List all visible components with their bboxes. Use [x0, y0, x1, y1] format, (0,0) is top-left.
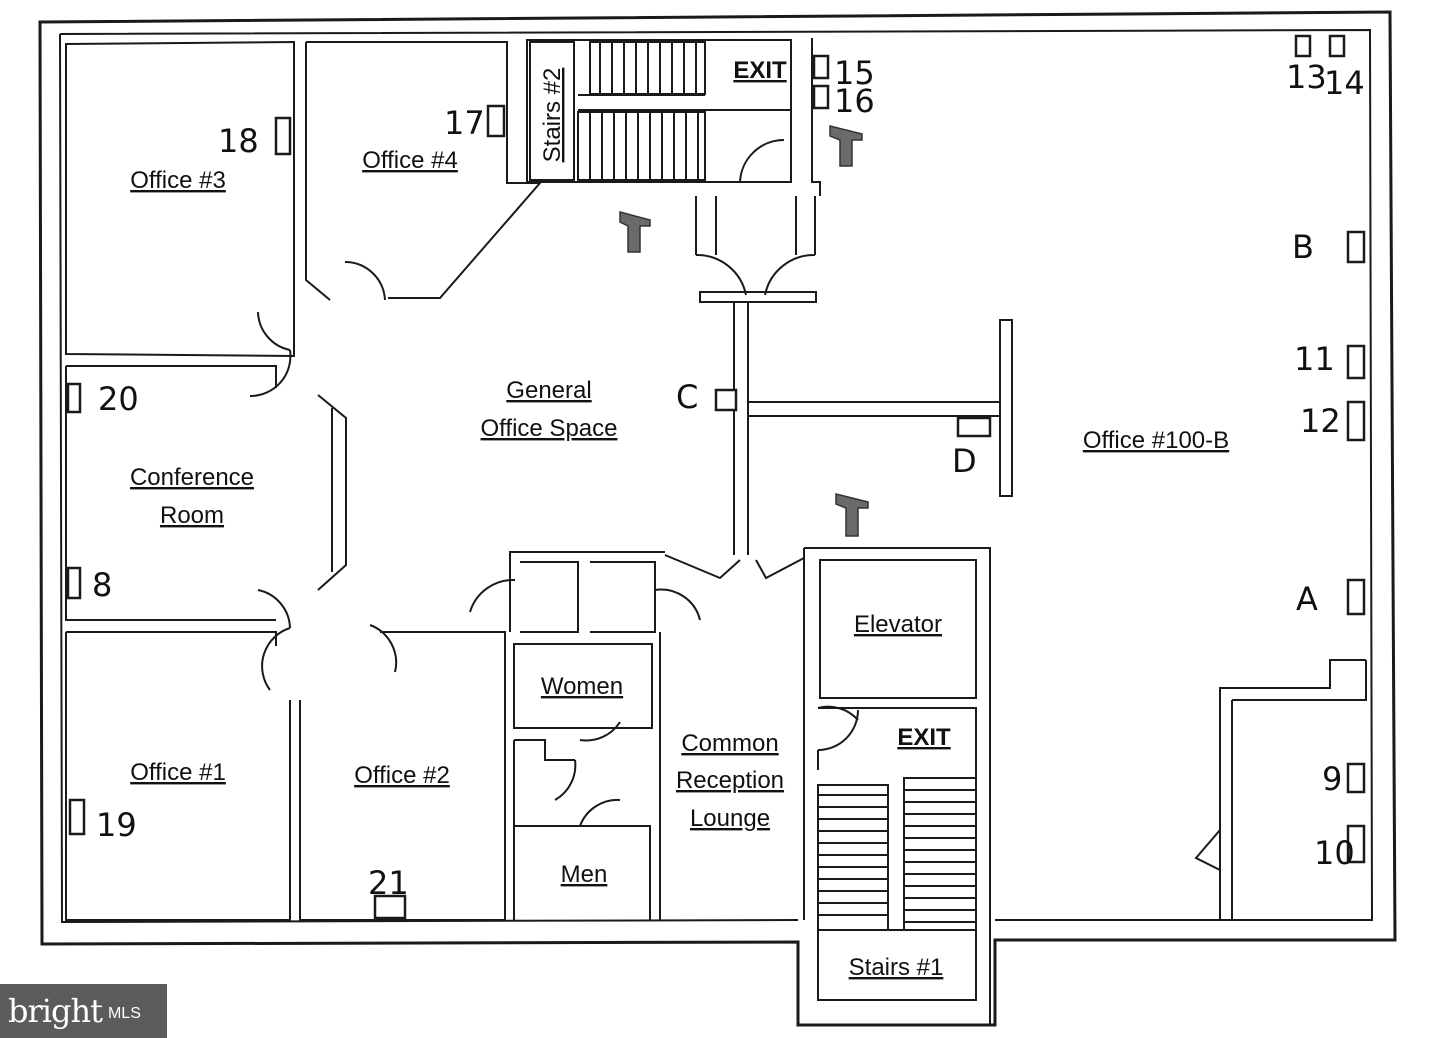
- outer-walls: [38, 10, 1397, 1027]
- outlet-10: [1346, 824, 1366, 864]
- outlet-B: [1346, 230, 1366, 264]
- office-100b-label: Office #100-B: [1083, 427, 1229, 454]
- lounge-label-1: Common: [681, 730, 778, 757]
- outlet-13: [1294, 34, 1312, 58]
- closets: [469, 551, 701, 633]
- office-3-label: Office #3: [130, 167, 226, 194]
- marker-15: 15: [834, 54, 875, 92]
- outlet-8: [66, 566, 82, 600]
- marker-13: 13: [1286, 58, 1327, 96]
- outlet-C: [714, 388, 738, 412]
- office-1-room: [65, 631, 291, 921]
- conference-room: [65, 365, 347, 621]
- stairs-2-label: Stairs #2: [539, 68, 566, 163]
- office-4-room: [305, 41, 543, 301]
- conference-doors: [249, 260, 398, 691]
- stairs-2: [526, 39, 792, 183]
- outlets-right: [66, 34, 1366, 864]
- thermostat-icon: [835, 493, 869, 537]
- thermostat-icon: [619, 211, 651, 253]
- marker-16: 16: [834, 82, 875, 120]
- outlet-18: [274, 116, 292, 156]
- outlet-11: [1346, 344, 1366, 380]
- marker-9: 9: [1322, 760, 1342, 798]
- general-office-label-1: General: [506, 377, 591, 404]
- outlet-D: [956, 416, 992, 438]
- stairs-1-label: Stairs #1: [849, 954, 944, 981]
- marker-C: C: [676, 378, 698, 416]
- marker-B: B: [1292, 228, 1314, 266]
- outlet-16: [812, 84, 830, 110]
- marker-A: A: [1296, 580, 1318, 618]
- general-office-label-2: Office Space: [481, 415, 618, 442]
- marker-8: 8: [92, 566, 112, 604]
- office-3-room: [65, 40, 295, 358]
- elevator-label: Elevator: [854, 611, 942, 638]
- thermostat-icons: [619, 125, 869, 537]
- conference-label-1: Conference: [130, 464, 254, 491]
- lounge-entry: [664, 554, 805, 580]
- outlet-9: [1346, 762, 1366, 794]
- marker-18: 18: [218, 122, 259, 160]
- office-1-label: Office #1: [130, 759, 226, 786]
- marker-10: 10: [1314, 834, 1355, 872]
- watermark-suffix: MLS: [107, 1005, 141, 1022]
- office-100b-partition: [1194, 659, 1367, 920]
- marker-20: 20: [98, 380, 139, 418]
- marker-17: 17: [444, 104, 485, 142]
- office-2-label: Office #2: [354, 762, 450, 789]
- outlet-20: [66, 382, 82, 414]
- marker-12: 12: [1300, 402, 1341, 440]
- corridor-wall: [733, 302, 1013, 555]
- outlet-12: [1346, 400, 1366, 442]
- stairs-1-steps: [818, 789, 976, 923]
- outlet-21: [373, 894, 407, 920]
- vestibule: [695, 38, 821, 303]
- outlet-17: [486, 104, 506, 138]
- brightmls-watermark: bright MLS: [0, 984, 167, 1038]
- lounge-label-3: Lounge: [690, 805, 770, 832]
- marker-11: 11: [1294, 340, 1335, 378]
- outlet-A: [1346, 578, 1366, 616]
- watermark-brand: bright: [8, 992, 103, 1030]
- lounge-label-2: Reception: [676, 767, 784, 794]
- exit-top-label: EXIT: [733, 57, 787, 84]
- outlet-15: [812, 54, 830, 80]
- marker-D: D: [952, 442, 977, 480]
- outlet-14: [1328, 34, 1346, 58]
- elevator-stairs-core: [803, 547, 991, 1025]
- office-2-room: [299, 631, 506, 921]
- thermostat-icon: [829, 125, 863, 167]
- office-4-label: Office #4: [362, 147, 458, 174]
- marker-19: 19: [96, 806, 137, 844]
- conference-label-2: Room: [160, 502, 224, 529]
- outlet-19: [68, 798, 86, 836]
- exit-bottom-label: EXIT: [897, 724, 951, 751]
- marker-14: 14: [1324, 64, 1365, 102]
- restrooms: [513, 632, 661, 920]
- men-label: Men: [561, 861, 608, 888]
- women-label: Women: [541, 673, 623, 700]
- marker-21: 21: [368, 864, 409, 902]
- stairs-2-steps-lines: [589, 42, 699, 180]
